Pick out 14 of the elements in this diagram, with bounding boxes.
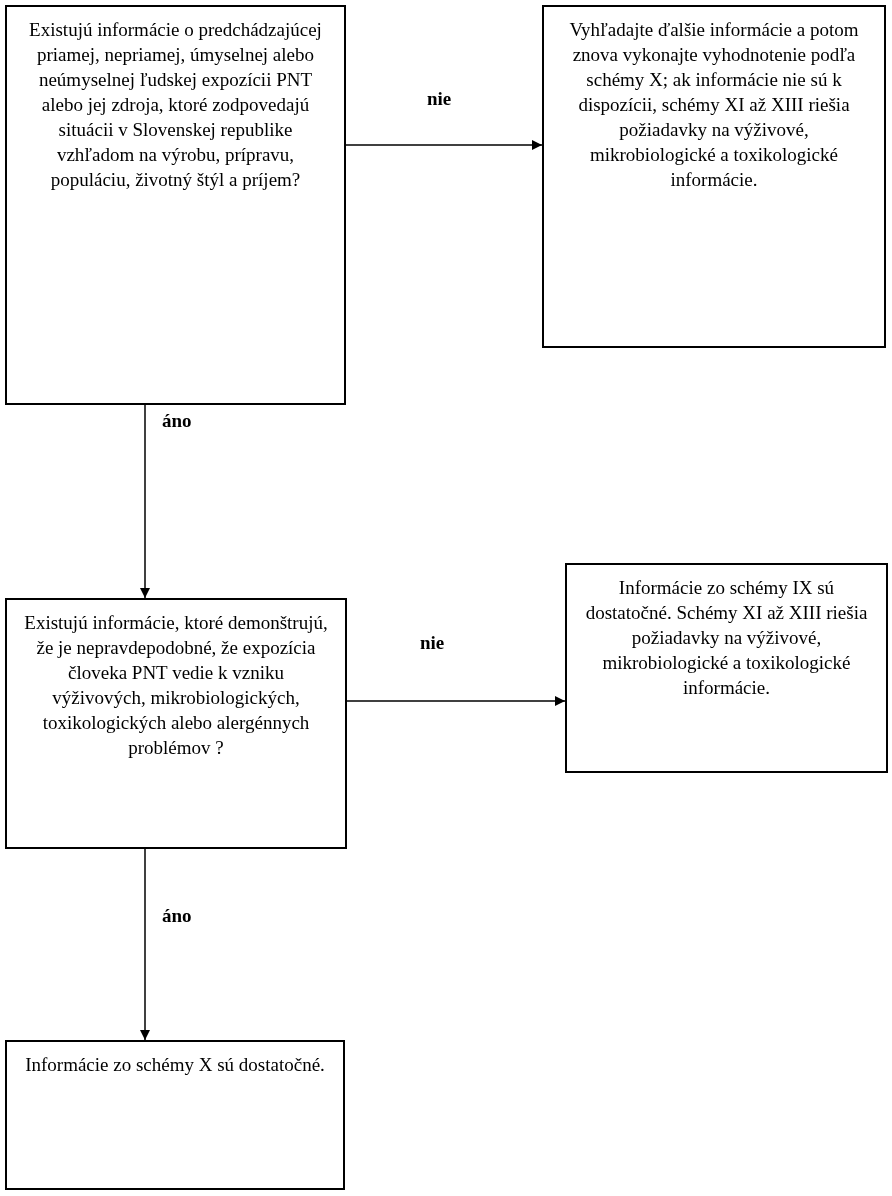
arrow — [346, 696, 566, 706]
arrow — [345, 140, 543, 150]
process-box — [565, 563, 888, 773]
box-text: Existujú informácie, ktoré demonštrujú, že je nepravdepodobné, že expozícia človeka PNT vedie k vzniku výživových, mikrobiologických, toxikologických alebo alergénnych problémov ? — [23, 611, 329, 760]
box-text: Vyhľadajte ďalšie informácie a potom znova vykonajte vyhodnotenie podľa schémy X; ak informácie nie sú k dispozícii, schémy XI až XIII riešia požiadavky na výživové, mikrobiologické a toxikologické informácie. — [568, 18, 860, 192]
process-box — [542, 5, 886, 348]
arrow — [140, 404, 150, 599]
box-text: Existujú informácie o predchádzajúcej priamej, nepriamej, úmyselnej alebo neúmyselnej ľudskej expozícii PNT alebo jej zdroja, ktoré zodpovedajú situácii v Slovenskej republike vzhľadom na výrobu, prípravu, populáciu, životný štýl a príjem? — [28, 18, 323, 192]
box-text: Informácie zo schémy X sú dostatočné. — [25, 1053, 325, 1077]
process-box — [5, 5, 346, 405]
process-box — [5, 598, 347, 849]
arrow — [140, 848, 150, 1041]
box-text: Informácie zo schémy IX sú dostatočné. Schémy XI až XIII riešia požiadavky na výživové, mikrobiologické a toxikologické informácie. — [584, 576, 869, 700]
process-box — [5, 1040, 345, 1190]
